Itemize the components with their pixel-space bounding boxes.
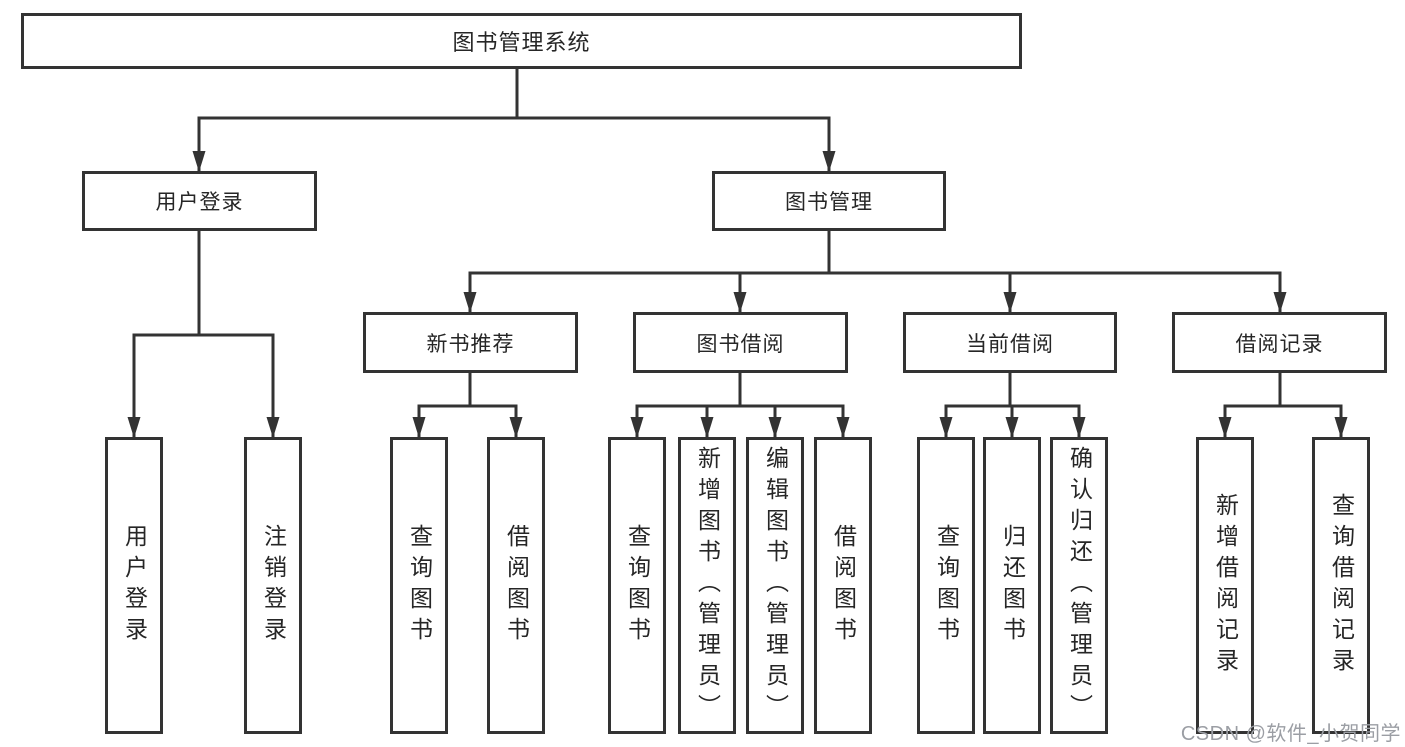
leaf-records-query-record-label: 查询借阅记录 xyxy=(1328,492,1355,679)
arrow-down-icon xyxy=(509,417,523,438)
leaf-borrow-add-books-admin-label: 新增图书（管理员） xyxy=(694,446,721,725)
arrow-down-icon xyxy=(1005,417,1019,438)
arrow-down-icon xyxy=(1218,417,1232,438)
node-borrow-records: 借阅记录 xyxy=(1172,312,1387,373)
node-new-book-recommend-label: 新书推荐 xyxy=(426,332,515,356)
leaf-borrow-edit-books-admin-label: 编辑图书（管理员） xyxy=(762,446,789,725)
leaf-user-login: 用户登录 xyxy=(105,437,163,734)
watermark: CSDN @软件_小贺同学 xyxy=(1180,723,1401,745)
arrow-down-icon xyxy=(266,417,280,438)
leaf-current-return-books-label: 归还图书 xyxy=(999,523,1026,648)
leaf-recommend-borrow-books-label: 借阅图书 xyxy=(503,523,530,648)
arrow-down-icon xyxy=(939,417,953,438)
node-user-login: 用户登录 xyxy=(82,171,317,231)
arrow-down-icon xyxy=(192,151,206,172)
leaf-recommend-query-books-label: 查询图书 xyxy=(406,523,433,648)
node-root: 图书管理系统 xyxy=(21,13,1022,69)
arrow-down-icon xyxy=(630,417,644,438)
leaf-current-confirm-return-admin-label: 确认归还（管理员） xyxy=(1066,446,1093,725)
arrow-down-icon xyxy=(1072,417,1086,438)
leaf-logout-label: 注销登录 xyxy=(260,523,287,648)
leaf-records-add-record: 新增借阅记录 xyxy=(1196,437,1254,734)
arrow-down-icon xyxy=(412,417,426,438)
node-root-label: 图书管理系统 xyxy=(452,30,591,55)
leaf-current-confirm-return-admin: 确认归还（管理员） xyxy=(1050,437,1108,734)
node-book-management: 图书管理 xyxy=(712,171,946,231)
leaf-recommend-borrow-books: 借阅图书 xyxy=(487,437,545,734)
arrow-down-icon xyxy=(1003,292,1017,313)
leaf-user-login-label: 用户登录 xyxy=(121,523,148,648)
leaf-borrow-add-books-admin: 新增图书（管理员） xyxy=(678,437,736,734)
leaf-recommend-query-books: 查询图书 xyxy=(390,437,448,734)
node-new-book-recommend: 新书推荐 xyxy=(363,312,578,373)
arrow-down-icon xyxy=(836,417,850,438)
node-borrow-records-label: 借阅记录 xyxy=(1235,332,1324,356)
leaf-logout: 注销登录 xyxy=(244,437,302,734)
connector-paths xyxy=(132,69,1343,438)
arrow-down-icon xyxy=(1273,292,1287,313)
node-current-borrow: 当前借阅 xyxy=(903,312,1117,373)
arrow-down-icon xyxy=(768,417,782,438)
leaf-current-query-books: 查询图书 xyxy=(917,437,975,734)
leaf-records-query-record: 查询借阅记录 xyxy=(1312,437,1370,734)
arrow-down-icon xyxy=(463,292,477,313)
node-book-borrow: 图书借阅 xyxy=(633,312,848,373)
leaf-current-return-books: 归还图书 xyxy=(983,437,1041,734)
arrow-down-icon xyxy=(700,417,714,438)
node-book-management-label: 图书管理 xyxy=(785,191,873,214)
node-user-login-label: 用户登录 xyxy=(155,191,244,214)
leaf-borrow-query-books-label: 查询图书 xyxy=(624,523,651,648)
node-book-borrow-label: 图书借阅 xyxy=(696,332,785,356)
leaf-borrow-borrow-books-label: 借阅图书 xyxy=(830,523,857,648)
arrow-down-icon xyxy=(127,417,141,438)
leaf-borrow-query-books: 查询图书 xyxy=(608,437,666,734)
node-current-borrow-label: 当前借阅 xyxy=(966,332,1054,356)
arrow-down-icon xyxy=(1334,417,1348,438)
leaf-borrow-borrow-books: 借阅图书 xyxy=(814,437,872,734)
arrow-down-icon xyxy=(822,151,836,172)
leaf-records-add-record-label: 新增借阅记录 xyxy=(1212,492,1239,679)
leaf-current-query-books-label: 查询图书 xyxy=(933,523,960,648)
arrow-down-icon xyxy=(733,292,747,313)
leaf-borrow-edit-books-admin: 编辑图书（管理员） xyxy=(746,437,804,734)
